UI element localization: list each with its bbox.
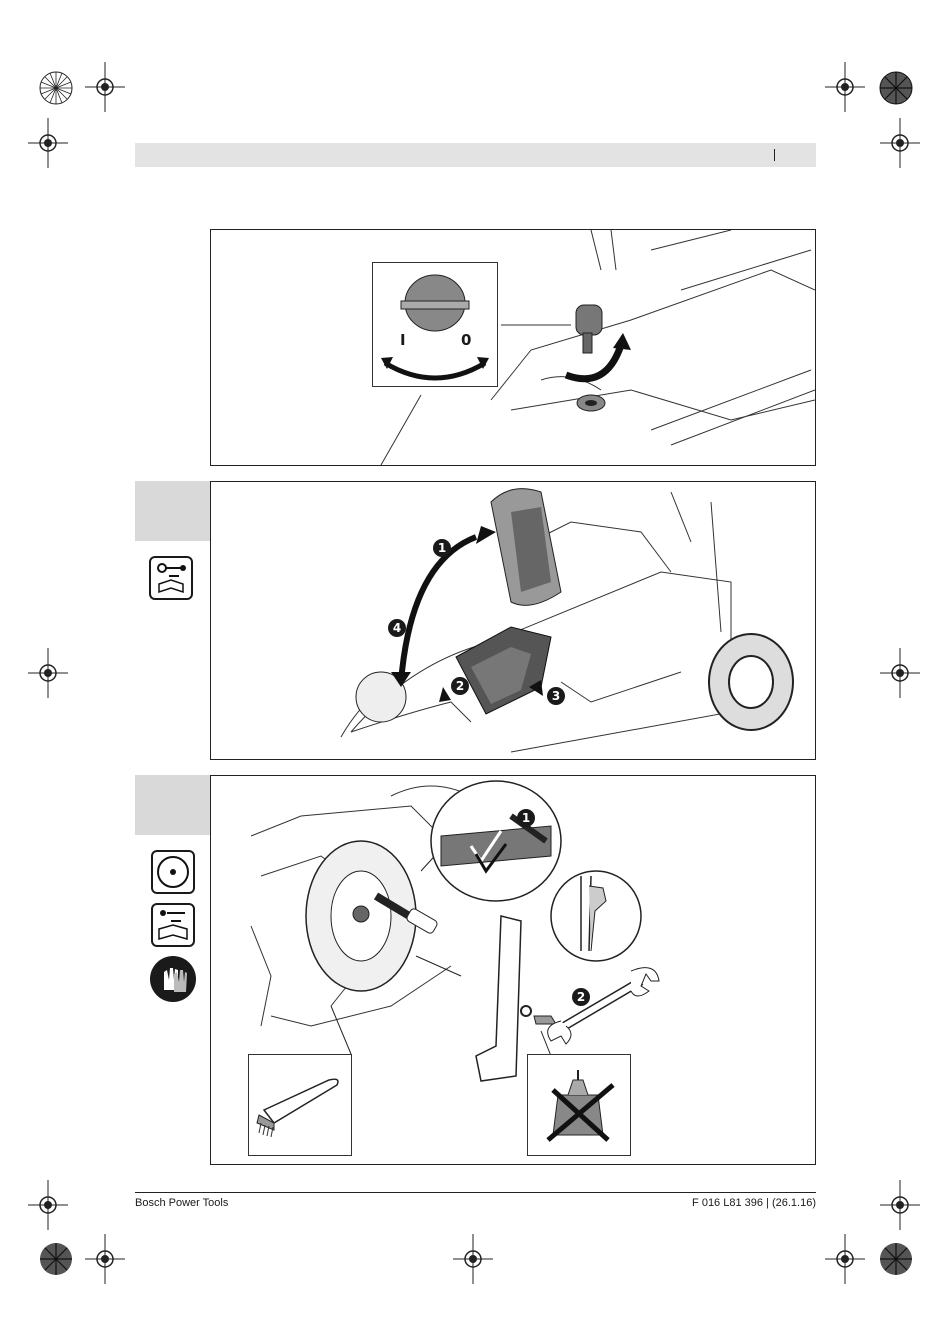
registration-mark-icon (880, 1180, 920, 1230)
page-marker (774, 149, 775, 161)
footer-doc-ref: F 016 L81 396 | (26.1.16) (692, 1197, 816, 1209)
brush-inset (248, 1054, 352, 1156)
color-calibration-icon (33, 1236, 79, 1282)
mower-handle-illustration (211, 230, 815, 465)
step-2-badge: 2 (451, 677, 469, 695)
battery-pack (456, 627, 551, 714)
step-4-badge: 4 (388, 619, 406, 637)
battery-insertion-illustration (211, 482, 815, 759)
step-2-badge: 2 (572, 988, 590, 1006)
figure-panel-battery: 1 2 3 4 (210, 481, 816, 760)
footer-rule (135, 1192, 816, 1193)
registration-mark-icon (33, 65, 79, 111)
page-header-bar (135, 143, 816, 167)
figure-panel-blade: 1 2 (210, 775, 816, 1165)
step-1-badge: 1 (433, 539, 451, 557)
figure-panel-key-switch: I 0 (210, 229, 816, 466)
registration-mark-icon (825, 1234, 865, 1284)
switch-knob-icon (373, 263, 497, 386)
step-3-badge: 3 (547, 687, 565, 705)
key-icon (576, 305, 602, 353)
tools-and-manual-icon (151, 903, 195, 947)
registration-mark-icon (880, 648, 920, 698)
rotating-blade-icon (151, 850, 195, 894)
step-1-badge: 1 (517, 809, 535, 827)
registration-mark-icon (85, 1234, 125, 1284)
registration-mark-icon (880, 118, 920, 168)
blade-part (476, 916, 521, 1081)
key-and-manual-icon (149, 556, 193, 600)
brush-icon (249, 1055, 351, 1155)
registration-mark-icon (85, 62, 125, 112)
figure-tab-battery (135, 481, 210, 541)
registration-mark-icon (28, 1180, 68, 1230)
blade-edge-magnifier (551, 871, 641, 961)
no-oil-inset (527, 1054, 631, 1156)
wrench-icon (548, 968, 659, 1044)
registration-mark-icon (825, 62, 865, 112)
switch-inset: I 0 (372, 262, 498, 387)
figure-tab-blade (135, 775, 210, 835)
registration-mark-icon (453, 1234, 493, 1284)
color-calibration-icon (873, 1236, 919, 1282)
switch-off-label: 0 (461, 331, 471, 349)
switch-on-label: I (400, 331, 406, 349)
color-calibration-icon (873, 65, 919, 111)
no-oil-icon (528, 1055, 630, 1155)
protective-gloves-icon (150, 956, 196, 1002)
footer-brand: Bosch Power Tools (135, 1197, 228, 1209)
registration-mark-icon (28, 118, 68, 168)
registration-mark-icon (28, 648, 68, 698)
